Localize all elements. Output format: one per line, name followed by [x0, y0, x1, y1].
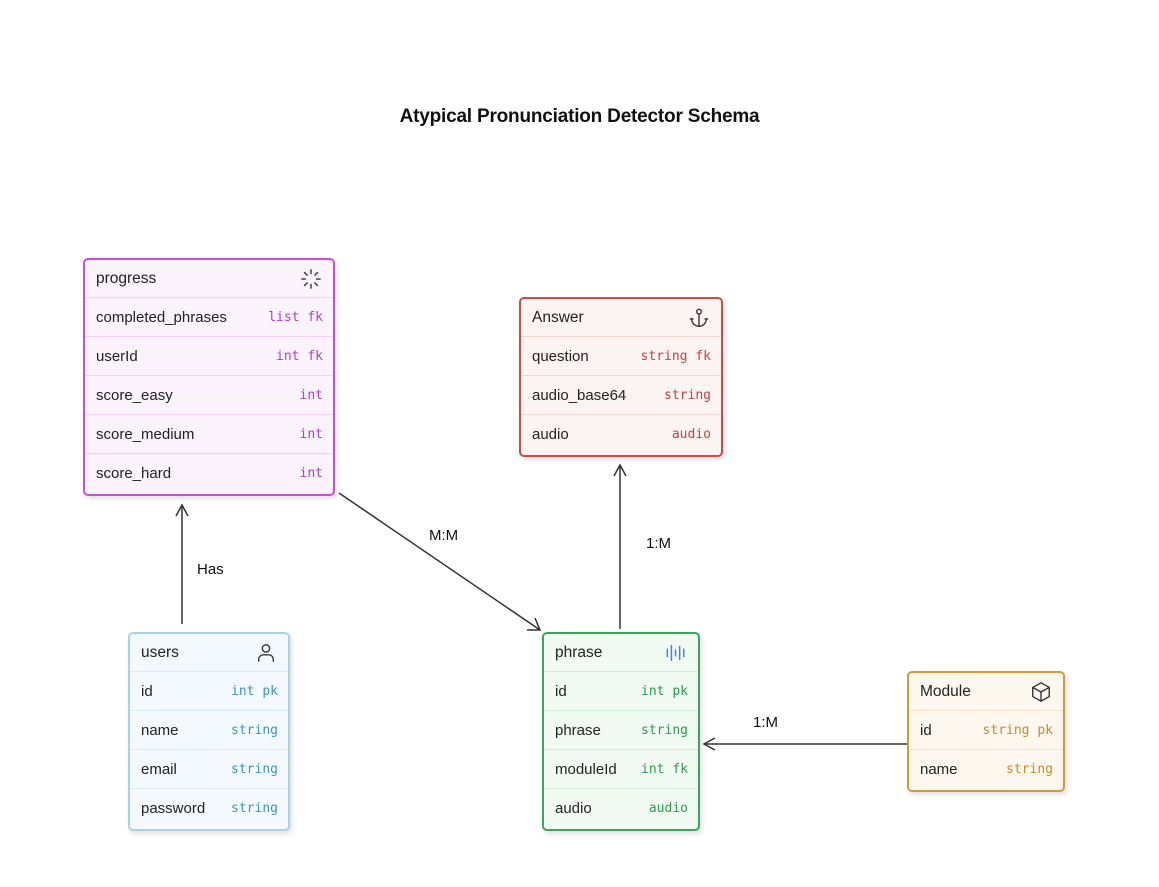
user-icon: [254, 641, 278, 665]
entity-progress[interactable]: progress completed_phrases list fk userI…: [83, 258, 335, 496]
field-type: int fk: [276, 348, 323, 364]
edge-label-m-m: M:M: [429, 527, 459, 544]
entity-phrase[interactable]: phrase id int pk phrase string moduleId …: [542, 632, 700, 831]
field-name: password: [141, 800, 206, 817]
field-name: audio: [555, 800, 592, 817]
field-name: score_medium: [96, 425, 195, 443]
field-type: int pk: [641, 683, 688, 699]
field-type: string: [231, 801, 278, 816]
audio-waveform-icon: [664, 641, 688, 665]
field-name: score_easy: [96, 386, 173, 404]
field-type: int pk: [231, 683, 278, 699]
field-row: completed_phrases list fk: [85, 298, 333, 337]
field-type: string: [231, 722, 278, 738]
field-name: phrase: [555, 721, 601, 739]
field-name: userId: [96, 347, 138, 365]
field-row: name string: [909, 750, 1063, 789]
edge-label-phrase-answer: 1:M: [646, 535, 672, 552]
field-name: audio_base64: [532, 386, 627, 404]
field-row: score_easy int: [85, 376, 333, 415]
field-row: id int pk: [544, 672, 698, 711]
field-name: question: [532, 347, 589, 365]
arrowhead-answer: [613, 463, 627, 477]
field-type: int: [299, 426, 323, 442]
field-row: score_hard int: [85, 454, 333, 493]
field-type: string: [231, 761, 278, 777]
field-type: audio: [648, 801, 688, 816]
field-row: audio_base64 string: [521, 376, 721, 415]
field-row: audio audio: [521, 415, 721, 454]
field-row: id string pk: [909, 711, 1063, 750]
field-type: string fk: [640, 348, 711, 364]
field-row: audio audio: [544, 789, 698, 828]
loader-icon: [299, 267, 323, 291]
field-type: string: [641, 722, 688, 738]
diagram-title: Atypical Pronunciation Detector Schema: [399, 106, 760, 127]
entity-header: Answer: [521, 299, 721, 337]
field-type: string: [664, 387, 711, 403]
field-type: string: [1006, 762, 1053, 777]
arrowhead-phrase-top: [527, 617, 542, 631]
field-type: audio: [671, 427, 711, 442]
entity-name: Answer: [532, 308, 584, 326]
field-name: moduleId: [555, 760, 617, 778]
field-name: id: [920, 721, 932, 739]
entity-name: phrase: [555, 643, 603, 661]
field-row: userId int fk: [85, 337, 333, 376]
entity-header: Module: [909, 673, 1063, 711]
field-type: int fk: [641, 761, 688, 777]
entity-name: Module: [920, 682, 971, 700]
entity-name: progress: [96, 269, 157, 287]
field-name: id: [141, 682, 153, 700]
cube-icon: [1029, 680, 1053, 704]
field-name: email: [141, 760, 177, 778]
entity-name: users: [141, 643, 179, 661]
field-name: completed_phrases: [96, 308, 227, 326]
arrowhead-phrase-right: [702, 737, 716, 751]
field-row: moduleId int fk: [544, 750, 698, 789]
field-row: email string: [130, 750, 288, 789]
entity-header: progress: [85, 260, 333, 298]
field-type: string pk: [982, 722, 1053, 738]
field-name: score_hard: [96, 465, 172, 482]
field-type: int: [299, 466, 323, 481]
field-name: name: [920, 761, 958, 778]
anchor-icon: [687, 306, 711, 330]
field-row: name string: [130, 711, 288, 750]
field-row: phrase string: [544, 711, 698, 750]
entity-header: users: [130, 634, 288, 672]
field-name: audio: [532, 426, 569, 443]
entity-users[interactable]: users id int pk name string email string…: [128, 632, 290, 831]
field-name: id: [555, 682, 567, 700]
entity-answer[interactable]: Answer question string fk audio_base64 s…: [519, 297, 723, 457]
entity-module[interactable]: Module id string pk name string: [907, 671, 1065, 792]
field-type: list fk: [268, 309, 323, 325]
field-type: int: [299, 387, 323, 403]
field-row: question string fk: [521, 337, 721, 376]
field-row: password string: [130, 789, 288, 828]
edge-label-module-phrase: 1:M: [753, 714, 779, 731]
edge-progress-phrase: [338, 492, 541, 631]
field-name: name: [141, 721, 179, 739]
entity-header: phrase: [544, 634, 698, 672]
edge-label-has: Has: [197, 561, 224, 578]
field-row: score_medium int: [85, 415, 333, 454]
arrowhead-progress: [175, 503, 189, 517]
field-row: id int pk: [130, 672, 288, 711]
